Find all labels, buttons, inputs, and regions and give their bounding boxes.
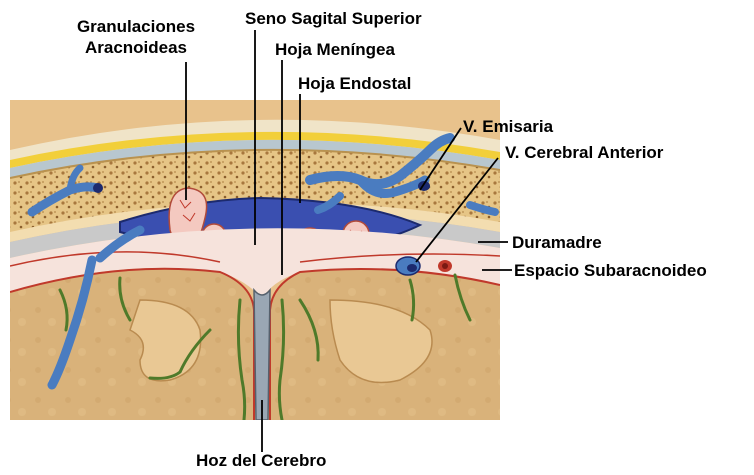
label-seno-sagital: Seno Sagital Superior	[245, 9, 422, 29]
label-granulaciones-line2: Aracnoideas	[60, 38, 212, 58]
label-v-emisaria: V. Emisaria	[463, 117, 553, 137]
label-duramadre: Duramadre	[512, 233, 602, 253]
label-hoja-meningea: Hoja Meníngea	[275, 40, 395, 60]
label-v-cerebral-anterior: V. Cerebral Anterior	[505, 143, 663, 163]
label-hoja-endostal: Hoja Endostal	[298, 74, 411, 94]
label-hoz-del-cerebro: Hoz del Cerebro	[196, 451, 326, 471]
label-granulaciones-line1: Granulaciones	[60, 17, 212, 37]
label-espacio-subaracnoideo: Espacio Subaracnoideo	[514, 261, 707, 281]
left-hemisphere	[10, 269, 254, 420]
